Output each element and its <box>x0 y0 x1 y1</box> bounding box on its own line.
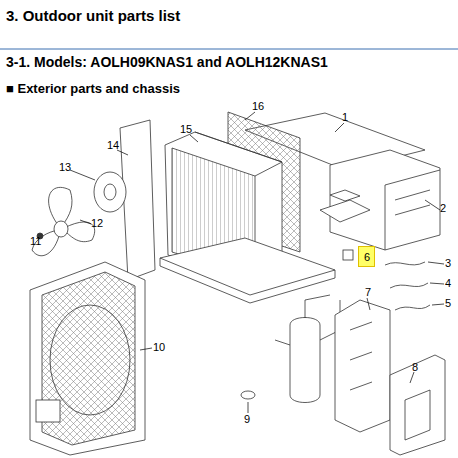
highlight-box: 6 <box>358 246 375 267</box>
terminal-cover <box>320 200 370 222</box>
pcb <box>385 170 440 250</box>
partition <box>335 300 390 432</box>
model-heading: 3-1. Models: AOLH09KNAS1 and AOLH12KNAS1 <box>6 55 328 69</box>
callout-number: 12 <box>91 218 103 229</box>
partition-ribs <box>350 322 372 390</box>
callout-number: 16 <box>252 101 264 112</box>
callout-number: 7 <box>365 287 371 298</box>
side-panel <box>390 355 445 455</box>
callout-number: 4 <box>445 278 451 289</box>
callout-number: 9 <box>244 414 250 425</box>
callout-number: 14 <box>107 140 119 151</box>
control-box <box>330 150 440 250</box>
callout-number: 13 <box>59 162 71 173</box>
fan-motor <box>94 172 126 212</box>
leader-lines <box>38 112 444 413</box>
motor-bracket <box>120 120 155 280</box>
coil-edge <box>195 132 282 176</box>
callout-number: 2 <box>440 203 446 214</box>
piping <box>275 295 340 345</box>
sensor-5 <box>395 305 430 310</box>
callout-number: 10 <box>153 342 165 353</box>
base-edge <box>160 258 335 303</box>
rule-line <box>0 49 458 50</box>
side-handle <box>405 390 430 440</box>
section-title: 3. Outdoor unit parts list <box>6 8 180 23</box>
drain-cap <box>241 391 255 399</box>
terminal-block <box>343 250 353 260</box>
grille-ring <box>50 305 130 415</box>
callout-number: 5 <box>445 298 451 309</box>
callout-number: 3 <box>445 258 451 269</box>
front-panel <box>30 262 145 455</box>
section-heading: ■ Exterior parts and chassis <box>6 82 180 95</box>
motor-hub <box>104 184 116 200</box>
callout-number: 1 <box>342 112 348 123</box>
compressor <box>290 318 320 403</box>
callout-number: 8 <box>412 362 418 373</box>
callout-number: 15 <box>180 124 192 135</box>
callout-number: 11 <box>30 236 41 247</box>
sensor-4 <box>390 283 428 288</box>
reactor <box>330 190 360 201</box>
base-plate <box>160 238 335 295</box>
callout-number: 6 <box>364 252 369 263</box>
label-plate <box>36 400 60 422</box>
sensor-3 <box>385 262 425 265</box>
